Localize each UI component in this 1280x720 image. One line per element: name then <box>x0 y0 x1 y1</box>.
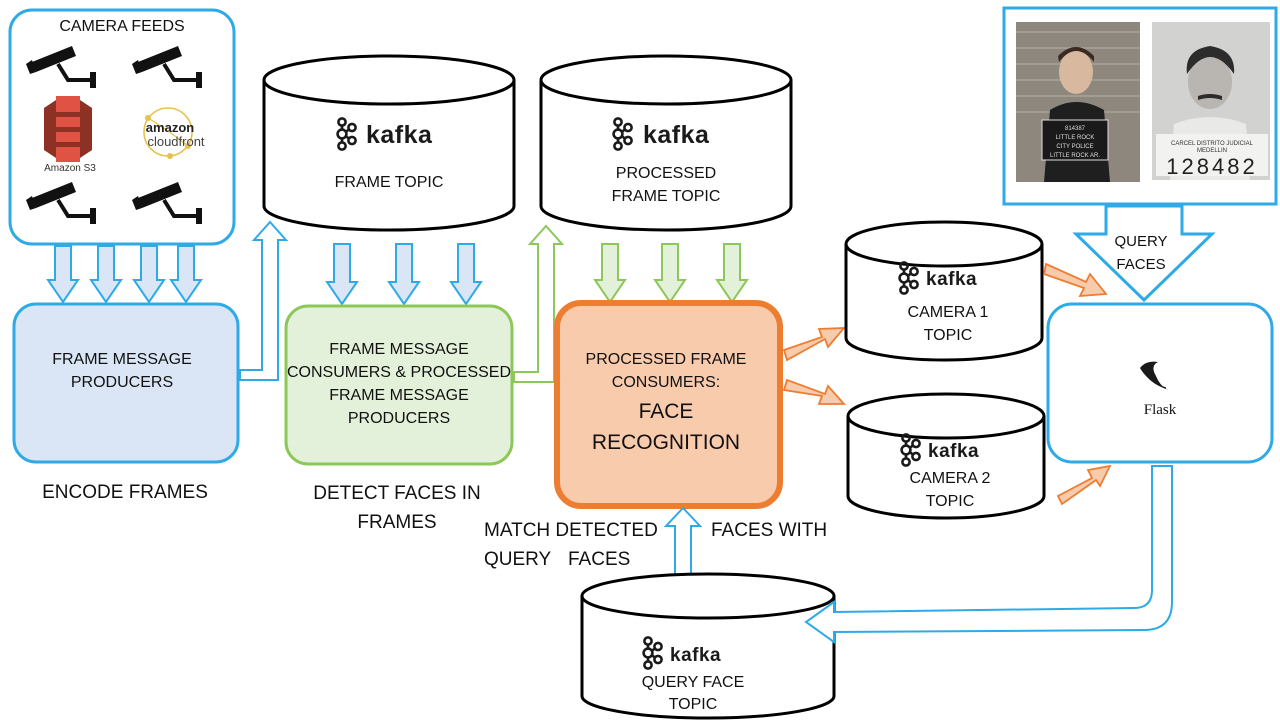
kafka-logo-text: kafka <box>366 121 433 149</box>
processed-topic-line1: PROCESSED <box>616 165 716 182</box>
arrow-consumers-to-processed-topic <box>513 224 565 383</box>
arrow-recognition-to-camera-topics <box>782 327 847 405</box>
arrow-query-topic-to-recognition <box>663 506 703 579</box>
face-recognition-box: PROCESSED FRAME CONSUMERS: FACE RECOGNIT… <box>554 300 783 509</box>
arrow-camera-to-producers <box>46 245 203 304</box>
camera2-topic-line1: CAMERA 2 <box>910 470 991 487</box>
consumers-line1: FRAME MESSAGE <box>329 341 469 358</box>
arrow-processed-topic-to-recognition <box>593 243 749 304</box>
query-faces-line2: FACES <box>1116 256 1165 273</box>
camera2-topic-line2: TOPIC <box>926 493 975 510</box>
recognition-line4: RECOGNITION <box>592 431 740 454</box>
processed-frame-topic-cylinder: kafka PROCESSED FRAME TOPIC <box>539 54 793 232</box>
kafka-logo-text: kafka <box>928 441 979 462</box>
arrow-flask-to-query-topic <box>804 465 1173 644</box>
mugshot1-sign3: CITY POLICE <box>1056 144 1093 150</box>
flask-box: Flask <box>1046 302 1274 464</box>
camera-feeds-panel: CAMERA FEEDS Amazon S3 amazon cloudfront <box>8 8 236 246</box>
cloudfront-logo-top: amazon <box>146 120 194 135</box>
detect-faces-caption-line1: DETECT FACES IN <box>313 483 481 504</box>
encode-frames-caption: ENCODE FRAMES <box>42 482 208 503</box>
mugshot1-sign4: LITTLE ROCK AR. <box>1050 153 1100 159</box>
match-caption-part4: FACES <box>568 549 630 570</box>
recognition-line2: CONSUMERS: <box>612 374 720 391</box>
query-faces-panel: 814387 LITTLE ROCK CITY POLICE LITTLE RO… <box>1002 6 1278 206</box>
detect-faces-caption-line2: FRAMES <box>357 512 436 533</box>
processed-topic-line2: FRAME TOPIC <box>612 188 721 205</box>
producers-line1: FRAME MESSAGE <box>52 351 192 368</box>
recognition-line3: FACE <box>639 400 694 423</box>
match-caption-part1: MATCH DETECTED <box>484 520 658 541</box>
recognition-line1: PROCESSED FRAME <box>586 351 747 368</box>
amazon-cloudfront-icon <box>143 107 193 159</box>
flask-logo-icon <box>1140 361 1168 390</box>
arrow-producers-to-frame-topic <box>239 220 289 381</box>
mugshot2-sign1: CARCEL DISTRITO JUDICIAL <box>1171 141 1254 147</box>
query-topic-line2: TOPIC <box>669 696 718 713</box>
consumers-line3: FRAME MESSAGE <box>329 387 469 404</box>
mugshot2-sign2: MEDELLIN <box>1197 148 1227 154</box>
frame-topic-cylinder: kafka FRAME TOPIC <box>262 54 516 232</box>
mugshot-photo-2: CARCEL DISTRITO JUDICIAL MEDELLIN 128482 <box>1152 22 1270 180</box>
frame-topic-label: FRAME TOPIC <box>335 174 444 191</box>
kafka-logo-text: kafka <box>926 269 977 290</box>
kafka-logo-text: kafka <box>643 121 710 149</box>
match-caption-part2: FACES WITH <box>711 520 827 541</box>
query-face-topic-cylinder: kafka QUERY FACE TOPIC <box>580 572 836 720</box>
match-caption-part3: QUERY <box>484 549 552 570</box>
kafka-logo-text: kafka <box>670 645 721 666</box>
consumers-line2: CONSUMERS & PROCESSED <box>287 364 511 381</box>
producers-line2: PRODUCERS <box>71 374 173 391</box>
mugshot-photo-1: 814387 LITTLE ROCK CITY POLICE LITTLE RO… <box>1016 22 1140 182</box>
arrow-frame-topic-to-consumers <box>325 243 483 306</box>
camera1-topic-line1: CAMERA 1 <box>908 304 989 321</box>
amazon-s3-icon <box>44 96 92 162</box>
amazon-s3-label: Amazon S3 <box>44 163 96 174</box>
camera1-topic-line2: TOPIC <box>924 327 973 344</box>
query-topic-line1: QUERY FACE <box>642 674 745 691</box>
mugshot1-sign2: LITTLE ROCK <box>1056 135 1095 141</box>
camera1-topic-cylinder: kafka CAMERA 1 TOPIC <box>844 220 1044 362</box>
query-faces-line1: QUERY <box>1114 233 1167 250</box>
arrow-camera-topics-to-flask <box>1042 262 1112 506</box>
flask-label: Flask <box>1144 402 1177 418</box>
frame-message-producers-box: FRAME MESSAGE PRODUCERS <box>12 302 240 464</box>
camera-feeds-title: CAMERA FEEDS <box>59 18 184 35</box>
mugshot2-sign3: 128482 <box>1166 154 1257 179</box>
camera2-topic-cylinder: kafka CAMERA 2 TOPIC <box>846 392 1046 520</box>
consumers-line4: PRODUCERS <box>348 410 450 427</box>
query-faces-arrow: QUERY FACES <box>1072 204 1216 303</box>
frame-message-consumers-box: FRAME MESSAGE CONSUMERS & PROCESSED FRAM… <box>284 304 514 466</box>
mugshot1-sign1: 814387 <box>1065 126 1086 132</box>
cloudfront-logo-bottom: cloudfront <box>147 134 204 149</box>
